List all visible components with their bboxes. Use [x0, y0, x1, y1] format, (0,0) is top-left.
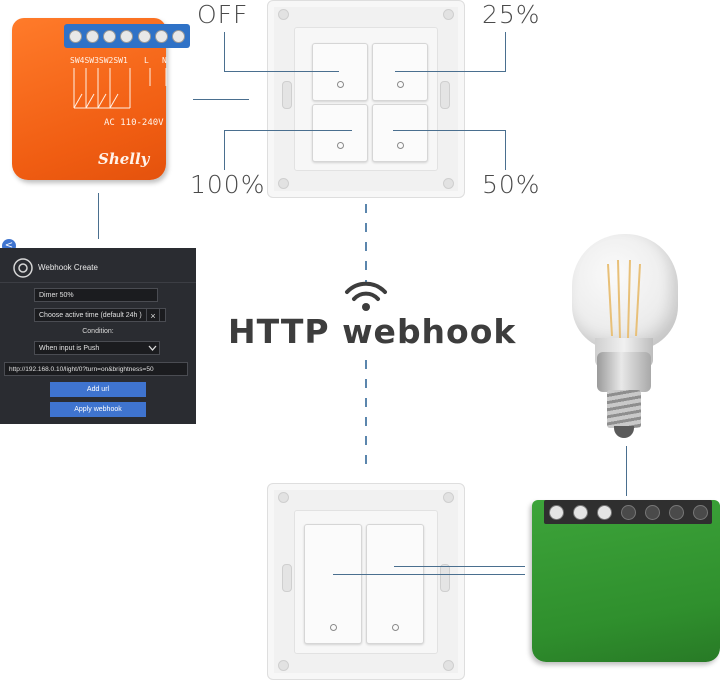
dashed-link: [365, 360, 367, 470]
frame-hole: [443, 178, 454, 189]
brand-logo: Shelly: [98, 150, 150, 168]
filament-icon: [607, 259, 641, 339]
panel-title: Webhook Create: [38, 263, 98, 272]
screw-icon: [103, 29, 117, 43]
frame-hole: [278, 9, 289, 20]
screw-icon: [86, 29, 100, 43]
screw-icon: [572, 504, 588, 520]
connector-line: [224, 71, 339, 72]
screw-icon: [171, 29, 185, 43]
close-icon[interactable]: ×: [146, 308, 160, 322]
key-off[interactable]: [312, 43, 368, 101]
connector-line: [98, 193, 99, 239]
frame-hole: [278, 178, 289, 189]
screw-icon: [137, 29, 151, 43]
active-time-select[interactable]: Choose active time (default 24h ): [34, 308, 166, 322]
orange-relay-module: SW4SW3SW2SW1 L N AC 110-240V Shelly: [12, 18, 190, 180]
bulb-tip: [614, 426, 634, 438]
key-dot: [392, 624, 399, 631]
condition-value: When input is Push: [39, 345, 100, 352]
bulb-base: [597, 352, 651, 392]
key-100[interactable]: [312, 104, 368, 162]
frame-slot: [440, 564, 450, 592]
label-50: 50%: [482, 170, 541, 199]
frame-slot: [282, 564, 292, 592]
key-dot: [337, 81, 344, 88]
screw-icon: [620, 504, 636, 520]
add-url-button[interactable]: Add url: [50, 382, 146, 397]
frame-hole: [443, 660, 454, 671]
panel-divider: [0, 282, 196, 283]
connector-line: [224, 130, 225, 170]
wiring-diagram-icon: [73, 68, 167, 109]
connector-line: [505, 32, 506, 72]
key-left[interactable]: [304, 524, 362, 644]
terminal-block: [64, 24, 190, 48]
screw-icon: [596, 504, 612, 520]
label-25: 25%: [482, 0, 541, 29]
connector-line: [224, 32, 225, 72]
key-dot: [397, 81, 404, 88]
screw-icon: [69, 29, 83, 43]
label-off: OFF: [197, 0, 249, 29]
frame-hole: [443, 9, 454, 20]
chevron-down-icon[interactable]: [148, 345, 157, 351]
connector-line: [395, 71, 506, 72]
screw-icon: [644, 504, 660, 520]
connector-line: [333, 574, 525, 575]
connector-line: [394, 566, 525, 567]
frame-slot: [282, 81, 292, 109]
label-100: 100%: [190, 170, 266, 199]
screw-icon: [154, 29, 168, 43]
connector-line: [193, 99, 249, 100]
screw-icon: [668, 504, 684, 520]
frame-hole: [278, 660, 289, 671]
connector-line: [505, 130, 506, 170]
screw-icon: [548, 504, 564, 520]
connector-line: [393, 130, 506, 131]
frame-slot: [440, 81, 450, 109]
webhook-name-input[interactable]: Dimer 50%: [34, 288, 158, 302]
key-dot: [330, 624, 337, 631]
url-input[interactable]: http://192.168.0.10/light/0?turn=on&brig…: [4, 362, 188, 376]
diagram-title: HTTP webhook: [228, 312, 517, 351]
connector-line: [626, 446, 627, 496]
l-label: L: [144, 56, 149, 65]
dashed-link: [365, 204, 367, 284]
condition-select[interactable]: When input is Push: [34, 341, 160, 355]
webhook-create-panel: Webhook Create Dimer 50% Choose active t…: [0, 248, 196, 424]
screw-icon: [692, 504, 708, 520]
wifi-icon: [345, 281, 387, 311]
voltage-label: AC 110-240V: [104, 118, 164, 128]
bulb-screw-base: [607, 390, 641, 428]
webhook-gear-icon: [13, 258, 33, 278]
key-25[interactable]: [372, 43, 428, 101]
condition-label: Condition:: [82, 328, 114, 335]
light-bulb: [572, 234, 678, 350]
key-dot: [397, 142, 404, 149]
frame-hole: [278, 492, 289, 503]
n-label: N: [162, 56, 167, 65]
connector-line: [224, 130, 352, 131]
terminal-labels: SW4SW3SW2SW1: [70, 56, 128, 65]
key-right[interactable]: [366, 524, 424, 644]
green-dimmer-module: [532, 500, 720, 662]
frame-hole: [443, 492, 454, 503]
apply-webhook-button[interactable]: Apply webhook: [50, 402, 146, 417]
key-50[interactable]: [372, 104, 428, 162]
key-dot: [337, 142, 344, 149]
screw-icon: [120, 29, 134, 43]
terminal-block: [544, 500, 712, 524]
